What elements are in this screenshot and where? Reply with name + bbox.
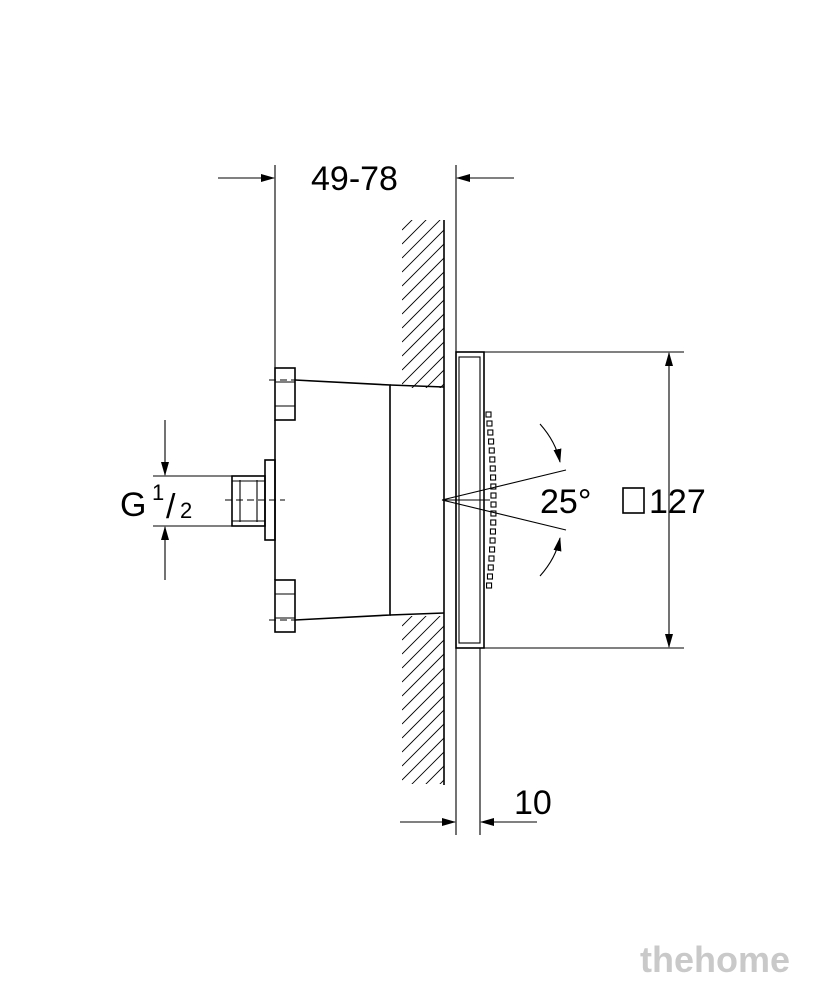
wall-section-top — [402, 160, 444, 482]
hatch-line — [402, 299, 444, 343]
hatch-line — [439, 779, 444, 784]
dimension-thread: G 1 / 2 — [120, 420, 192, 580]
valve-body — [269, 367, 445, 633]
nozzle — [488, 555, 495, 562]
plate-thickness-label: 10 — [514, 784, 552, 822]
nozzle — [486, 573, 494, 580]
hatch-line — [402, 570, 444, 612]
hatch-line — [402, 327, 444, 371]
nozzle — [487, 564, 494, 571]
spray-angle-label: 25° — [540, 483, 591, 521]
nozzle — [489, 528, 497, 535]
dimension-depth: 49-78 — [218, 160, 514, 198]
hatch-line — [402, 243, 444, 287]
spray-nozzles — [485, 411, 497, 589]
hatch-line — [402, 639, 444, 683]
nozzle — [487, 429, 494, 436]
hatch-line — [402, 341, 444, 385]
nozzle — [488, 447, 495, 454]
nozzle — [489, 546, 496, 553]
hatch-line — [402, 271, 444, 315]
hatch-line — [402, 616, 441, 655]
hatch-line — [402, 695, 444, 739]
nozzle — [490, 492, 497, 499]
hatch-line — [402, 681, 444, 725]
hatch-line — [402, 285, 444, 329]
nozzle — [486, 582, 493, 589]
hatch-line — [402, 174, 444, 216]
nozzle — [485, 411, 492, 418]
dimension-plate-thickness: 10 — [400, 784, 552, 826]
hatch-line — [402, 667, 444, 711]
square-symbol-icon — [622, 487, 645, 514]
hatch-line — [402, 220, 441, 259]
nozzle — [488, 438, 495, 445]
hatch-line — [402, 229, 444, 273]
nozzle — [490, 519, 497, 526]
hatch-line — [411, 751, 444, 784]
thread-denominator-label: 2 — [180, 498, 192, 523]
plate-size-label: 127 — [649, 483, 706, 521]
nozzle — [489, 465, 496, 472]
thread-slash-label: / — [166, 488, 176, 526]
hatch-line — [402, 794, 444, 836]
nozzle — [490, 474, 497, 481]
hatch-line — [439, 383, 444, 388]
inlet-connector — [225, 459, 285, 541]
hatch-line — [402, 822, 444, 864]
hatch-line — [402, 257, 444, 301]
hatch-line — [402, 440, 444, 482]
hatch-line — [402, 709, 444, 753]
hatch-line — [402, 426, 444, 468]
hatch-line — [402, 398, 444, 440]
hatch-line — [402, 556, 444, 598]
hatch-line — [402, 836, 444, 878]
hatch-line — [402, 616, 427, 641]
nozzle — [489, 537, 496, 544]
watermark-text: thehome — [640, 939, 790, 980]
hatch-line — [425, 765, 444, 784]
dimension-plate-size: 127 — [622, 352, 706, 648]
hatch-line — [402, 220, 413, 231]
hatch-line — [402, 737, 444, 781]
hatch-line — [402, 808, 444, 850]
hatch-line — [402, 160, 444, 202]
nozzle — [490, 501, 497, 508]
hatch-line — [402, 220, 427, 245]
nozzle — [486, 420, 493, 427]
nozzle — [489, 456, 496, 463]
hatch-line — [411, 355, 444, 388]
hatch-line — [402, 412, 444, 454]
hatch-line — [425, 369, 444, 388]
hatch-line — [402, 653, 444, 697]
thread-numerator-label: 1 — [152, 480, 164, 505]
spray-angle-indicator: 25° — [441, 423, 591, 577]
depth-dimension-label: 49-78 — [311, 160, 398, 198]
hatch-line — [402, 625, 444, 669]
hatch-line — [402, 723, 444, 767]
hatch-line — [402, 313, 444, 357]
thread-prefix-label: G — [120, 486, 146, 524]
hatch-line — [402, 616, 413, 627]
wall-section-bottom — [402, 556, 444, 878]
